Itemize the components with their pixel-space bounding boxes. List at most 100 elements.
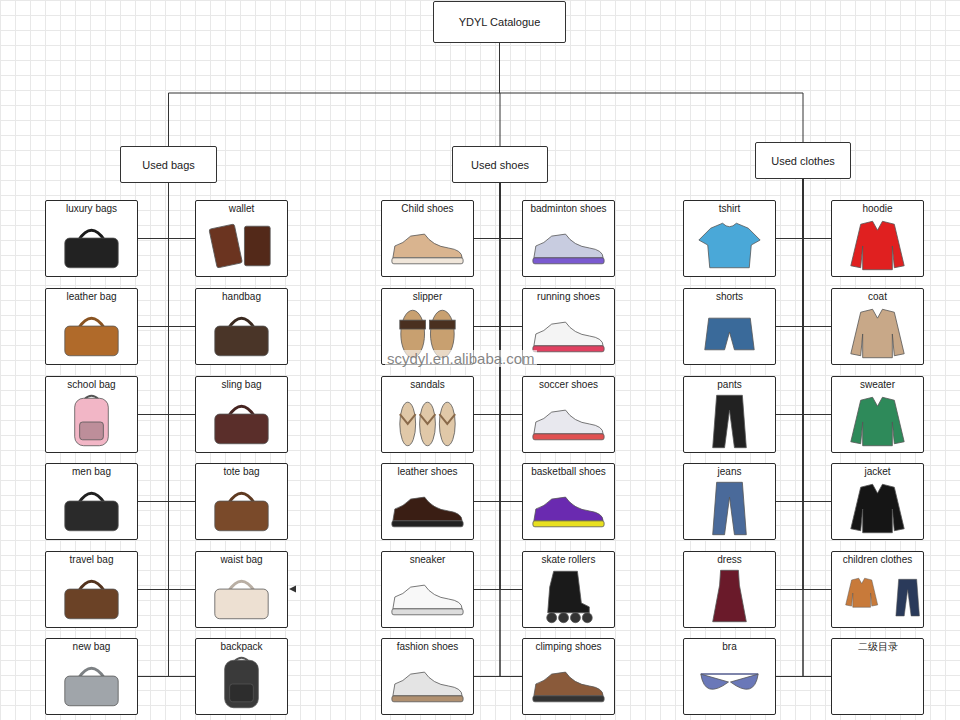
item-box: luxury bags <box>45 200 138 277</box>
product-picture <box>197 479 286 537</box>
tree-connector <box>803 179 831 415</box>
item-label: soccer shoes <box>539 377 598 391</box>
item-box: pants <box>683 376 776 453</box>
tree-connector <box>169 183 196 415</box>
product-picture <box>685 567 774 625</box>
item-label: slipper <box>413 289 442 303</box>
item-box: sneaker <box>381 551 474 628</box>
picture-part <box>400 402 416 446</box>
item-label: basketball shoes <box>531 464 606 478</box>
tree-connector <box>474 183 500 677</box>
item-box: sandals <box>381 376 474 453</box>
picture-part <box>393 497 462 521</box>
item-box: backpack <box>195 638 288 715</box>
tree-connector <box>776 179 803 239</box>
item-label: sneaker <box>410 552 446 566</box>
tree-connector <box>803 179 831 590</box>
item-label: coat <box>868 289 887 303</box>
picture-part <box>533 434 604 440</box>
item-box: skate rollers <box>522 551 615 628</box>
picture-part <box>713 570 747 621</box>
tree-connector <box>474 183 500 415</box>
item-label: backpack <box>220 639 262 653</box>
item-box: hoodie <box>831 200 924 277</box>
product-picture <box>47 479 136 537</box>
picture-part <box>701 673 758 674</box>
item-label: climping shoes <box>535 639 601 653</box>
product-picture <box>197 304 286 362</box>
tree-connector <box>169 183 196 239</box>
product-picture <box>383 479 472 537</box>
category-box: Used bags <box>120 146 217 183</box>
item-box: school bag <box>45 376 138 453</box>
item-label: waist bag <box>220 552 262 566</box>
tree-connector <box>776 179 803 502</box>
watermark: scydyl.en.alibaba.com <box>385 350 537 367</box>
stray-arrowhead <box>289 586 296 593</box>
tree-connector <box>138 183 169 590</box>
item-box: shorts <box>683 288 776 365</box>
picture-part <box>713 482 747 534</box>
item-label: handbag <box>222 289 261 303</box>
item-box: handbag <box>195 288 288 365</box>
picture-part <box>730 674 758 689</box>
product-picture <box>524 216 613 274</box>
tree-connector <box>138 183 169 677</box>
picture-part <box>393 234 462 258</box>
picture-part <box>392 258 463 264</box>
item-label: luxury bags <box>66 201 117 215</box>
picture-part <box>534 322 603 346</box>
product-picture <box>383 654 472 712</box>
tree-connector <box>500 43 804 142</box>
picture-part <box>534 410 603 434</box>
item-box: waist bag <box>195 551 288 628</box>
item-label: running shoes <box>537 289 600 303</box>
item-label: hoodie <box>862 201 892 215</box>
picture-part <box>75 398 109 445</box>
product-picture <box>685 304 774 362</box>
picture-part <box>439 414 455 424</box>
item-box: tshirt <box>683 200 776 277</box>
item-label: jeans <box>718 464 742 478</box>
picture-part <box>851 484 904 532</box>
item-label: jacket <box>864 464 890 478</box>
item-box: tote bag <box>195 463 288 540</box>
item-label: badminton shoes <box>530 201 606 215</box>
item-label: wallet <box>229 201 255 215</box>
item-box: leather bag <box>45 288 138 365</box>
product-picture <box>47 304 136 362</box>
tree-connector <box>169 183 196 590</box>
picture-part <box>548 571 590 613</box>
item-box: badminton shoes <box>522 200 615 277</box>
picture-part <box>65 326 118 356</box>
item-label: skate rollers <box>542 552 596 566</box>
product-picture <box>524 479 613 537</box>
picture-part <box>392 696 463 702</box>
picture-part <box>533 258 604 264</box>
picture-part <box>244 226 270 266</box>
tree-connector <box>474 183 500 590</box>
item-label: new bag <box>73 639 111 653</box>
tree-connector <box>138 183 169 502</box>
item-label: sandals <box>410 377 444 391</box>
picture-part <box>420 402 436 446</box>
picture-part <box>230 684 254 702</box>
picture-part <box>392 609 463 615</box>
tree-connector <box>776 179 803 590</box>
item-box: leather shoes <box>381 463 474 540</box>
tree-connector <box>803 179 831 677</box>
product-picture <box>833 479 922 537</box>
item-label: pants <box>717 377 741 391</box>
category-box: Used clothes <box>755 142 851 179</box>
tree-connector <box>500 183 522 327</box>
product-picture <box>833 216 922 274</box>
tree-connector <box>500 183 522 415</box>
tree-connector <box>169 183 196 502</box>
item-box: climping shoes <box>522 638 615 715</box>
item-label: sweater <box>860 377 895 391</box>
picture-part <box>420 414 436 424</box>
tree-connector <box>776 179 803 327</box>
item-label: leather bag <box>66 289 116 303</box>
